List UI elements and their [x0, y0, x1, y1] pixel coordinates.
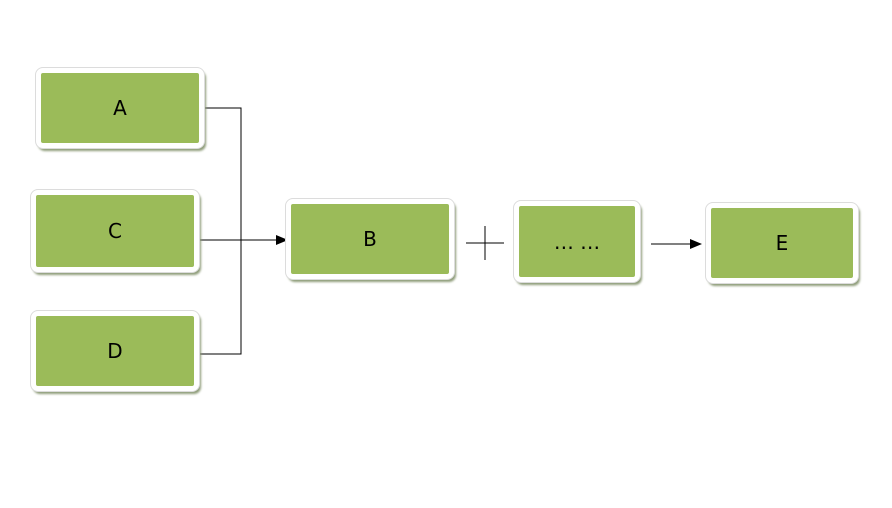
node-e: E	[706, 203, 858, 283]
node-c-label: C	[108, 219, 122, 243]
plus-operator-icon	[466, 226, 504, 260]
node-b-label: B	[363, 227, 377, 251]
node-c: C	[31, 190, 199, 272]
connector-d-to-b	[199, 240, 242, 355]
node-b: B	[286, 199, 454, 279]
node-ellipsis: … …	[514, 201, 640, 282]
connector-a-to-b	[204, 107, 242, 240]
node-e-label: E	[775, 231, 789, 255]
node-a-label: A	[113, 96, 127, 120]
node-d-label: D	[107, 339, 123, 363]
node-a: A	[36, 68, 204, 148]
node-ellipsis-label: … …	[553, 229, 601, 254]
node-d: D	[31, 311, 199, 391]
